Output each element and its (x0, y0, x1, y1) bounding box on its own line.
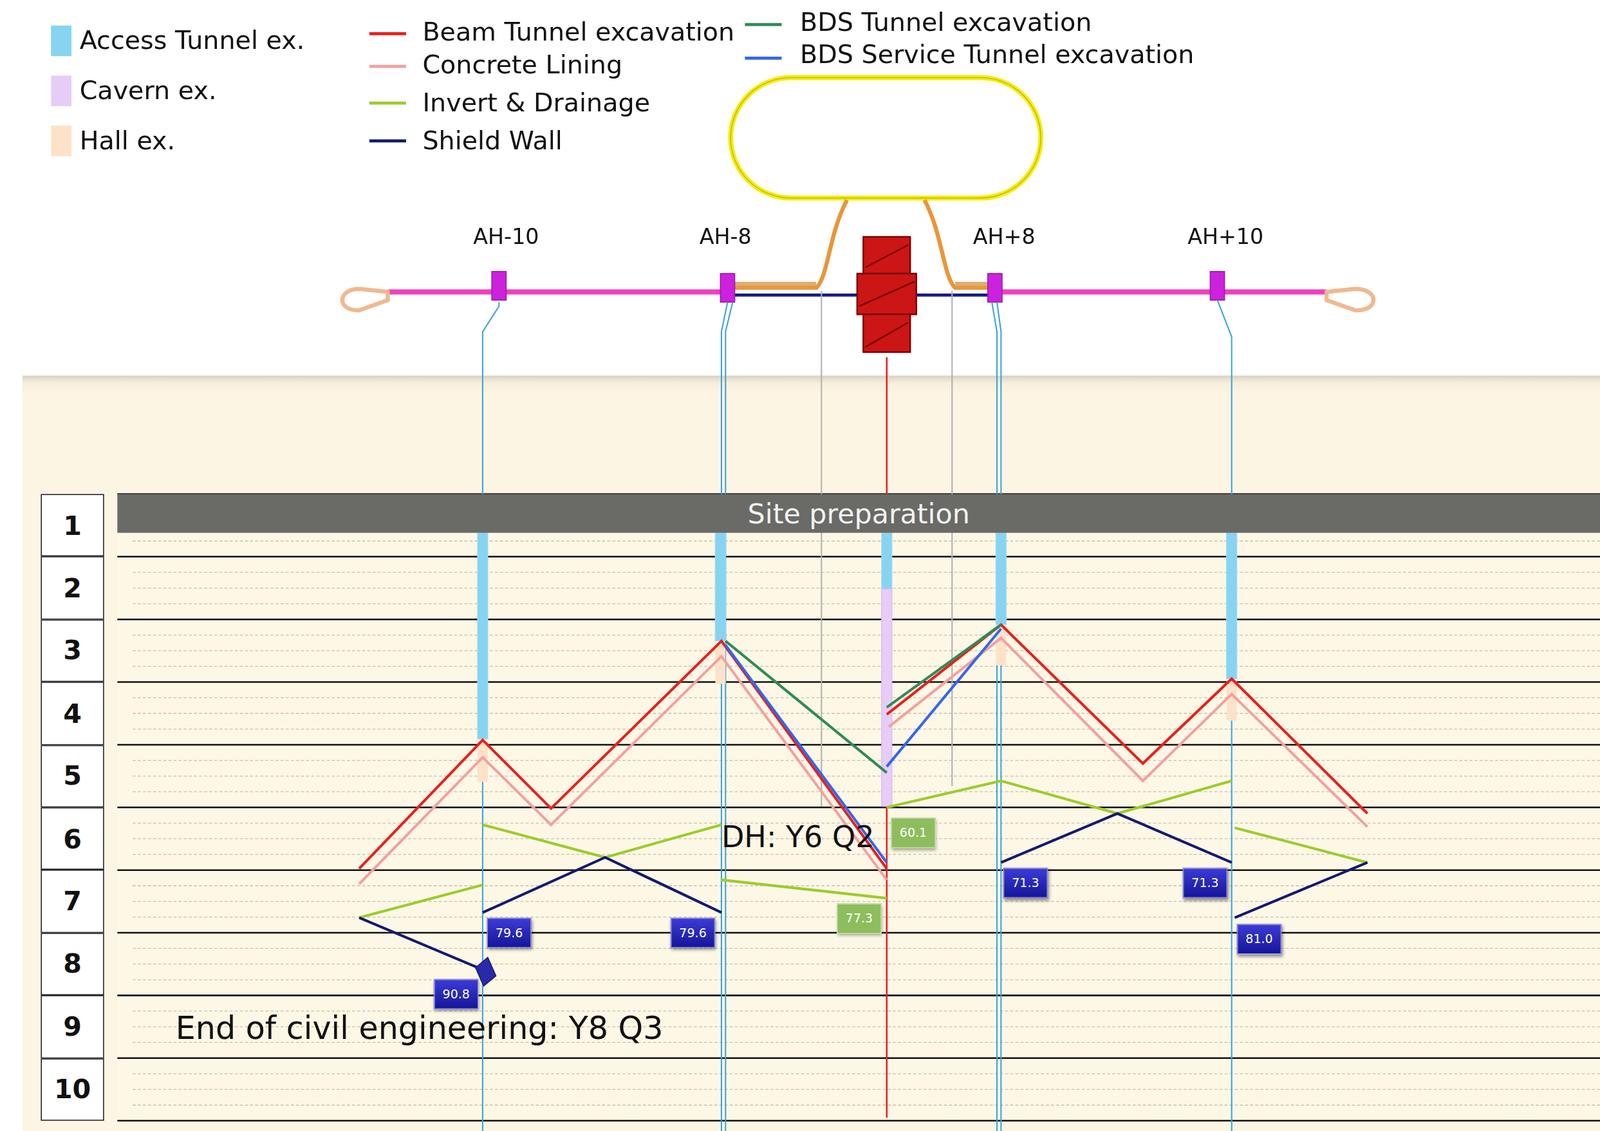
legend-text: Cavern ex. (79, 75, 217, 107)
row-number: 7 (40, 870, 104, 933)
callout-number: 60.1 (890, 817, 936, 849)
legend-swatch (50, 25, 72, 57)
callout-number: 79.6 (670, 917, 716, 949)
node-text: 4 (63, 697, 82, 729)
milestone-note: DH: Y6 Q2 (721, 819, 875, 855)
legend-text: Concrete Lining (422, 50, 623, 82)
row-number: 10 (40, 1058, 104, 1121)
hall-label: AH-8 (699, 224, 752, 251)
legend-swatch (50, 75, 72, 107)
node-text: 90.8 (442, 986, 470, 1001)
legend-text: BDS Service Tunnel excavation (800, 39, 1194, 71)
callout-number: 79.6 (486, 917, 532, 949)
legend-text: Shield Wall (422, 125, 562, 157)
node-text: 10 (54, 1074, 91, 1106)
callout-number: 81.0 (1237, 923, 1283, 955)
legend-swatch (50, 125, 72, 157)
callout-number: 71.3 (1003, 867, 1049, 899)
milestone-note: End of civil engineering: Y8 Q3 (175, 1009, 664, 1048)
node-text: 6 (63, 823, 82, 855)
hall-label: AH+8 (973, 224, 1036, 251)
node-text: 2 (63, 572, 82, 604)
node-text: 79.6 (679, 925, 707, 940)
legend-text: BDS Tunnel excavation (800, 7, 1092, 38)
row-number: 6 (40, 807, 104, 870)
node-text: 71.3 (1011, 875, 1039, 891)
row-number: 1 (40, 493, 104, 557)
node-text: 1 (63, 509, 82, 541)
legend-text: Invert & Drainage (422, 87, 651, 119)
row-number: 2 (40, 556, 104, 620)
site-band: Site preparation (117, 493, 1600, 533)
node-text: 7 (63, 886, 82, 918)
callout-number: 90.8 (433, 978, 479, 1010)
node-text: 3 (63, 635, 82, 667)
node-text: 71.3 (1191, 875, 1219, 891)
node-text: 77.3 (845, 911, 873, 926)
node-text: 8 (63, 948, 82, 980)
legend-text: Beam Tunnel excavation (422, 17, 735, 49)
node-text: Site preparation (747, 497, 970, 530)
node-text: 81.0 (1245, 931, 1273, 947)
row-number: 4 (40, 682, 104, 745)
node-text: 79.6 (495, 925, 523, 940)
node-text: 5 (63, 760, 82, 792)
row-number: 3 (40, 619, 104, 682)
callout-number: 77.3 (836, 902, 882, 934)
row-number: 9 (40, 995, 104, 1058)
row-number: 8 (40, 932, 104, 996)
node-text: 9 (63, 1011, 82, 1042)
row-number: 5 (40, 744, 104, 808)
legend-text: Access Tunnel ex. (79, 25, 306, 57)
callout-number: 71.3 (1182, 867, 1228, 899)
hall-label: AH-10 (473, 224, 539, 251)
node-text: 60.1 (899, 825, 927, 840)
legend-text: Hall ex. (79, 125, 176, 157)
hall-label: AH+10 (1187, 224, 1264, 251)
